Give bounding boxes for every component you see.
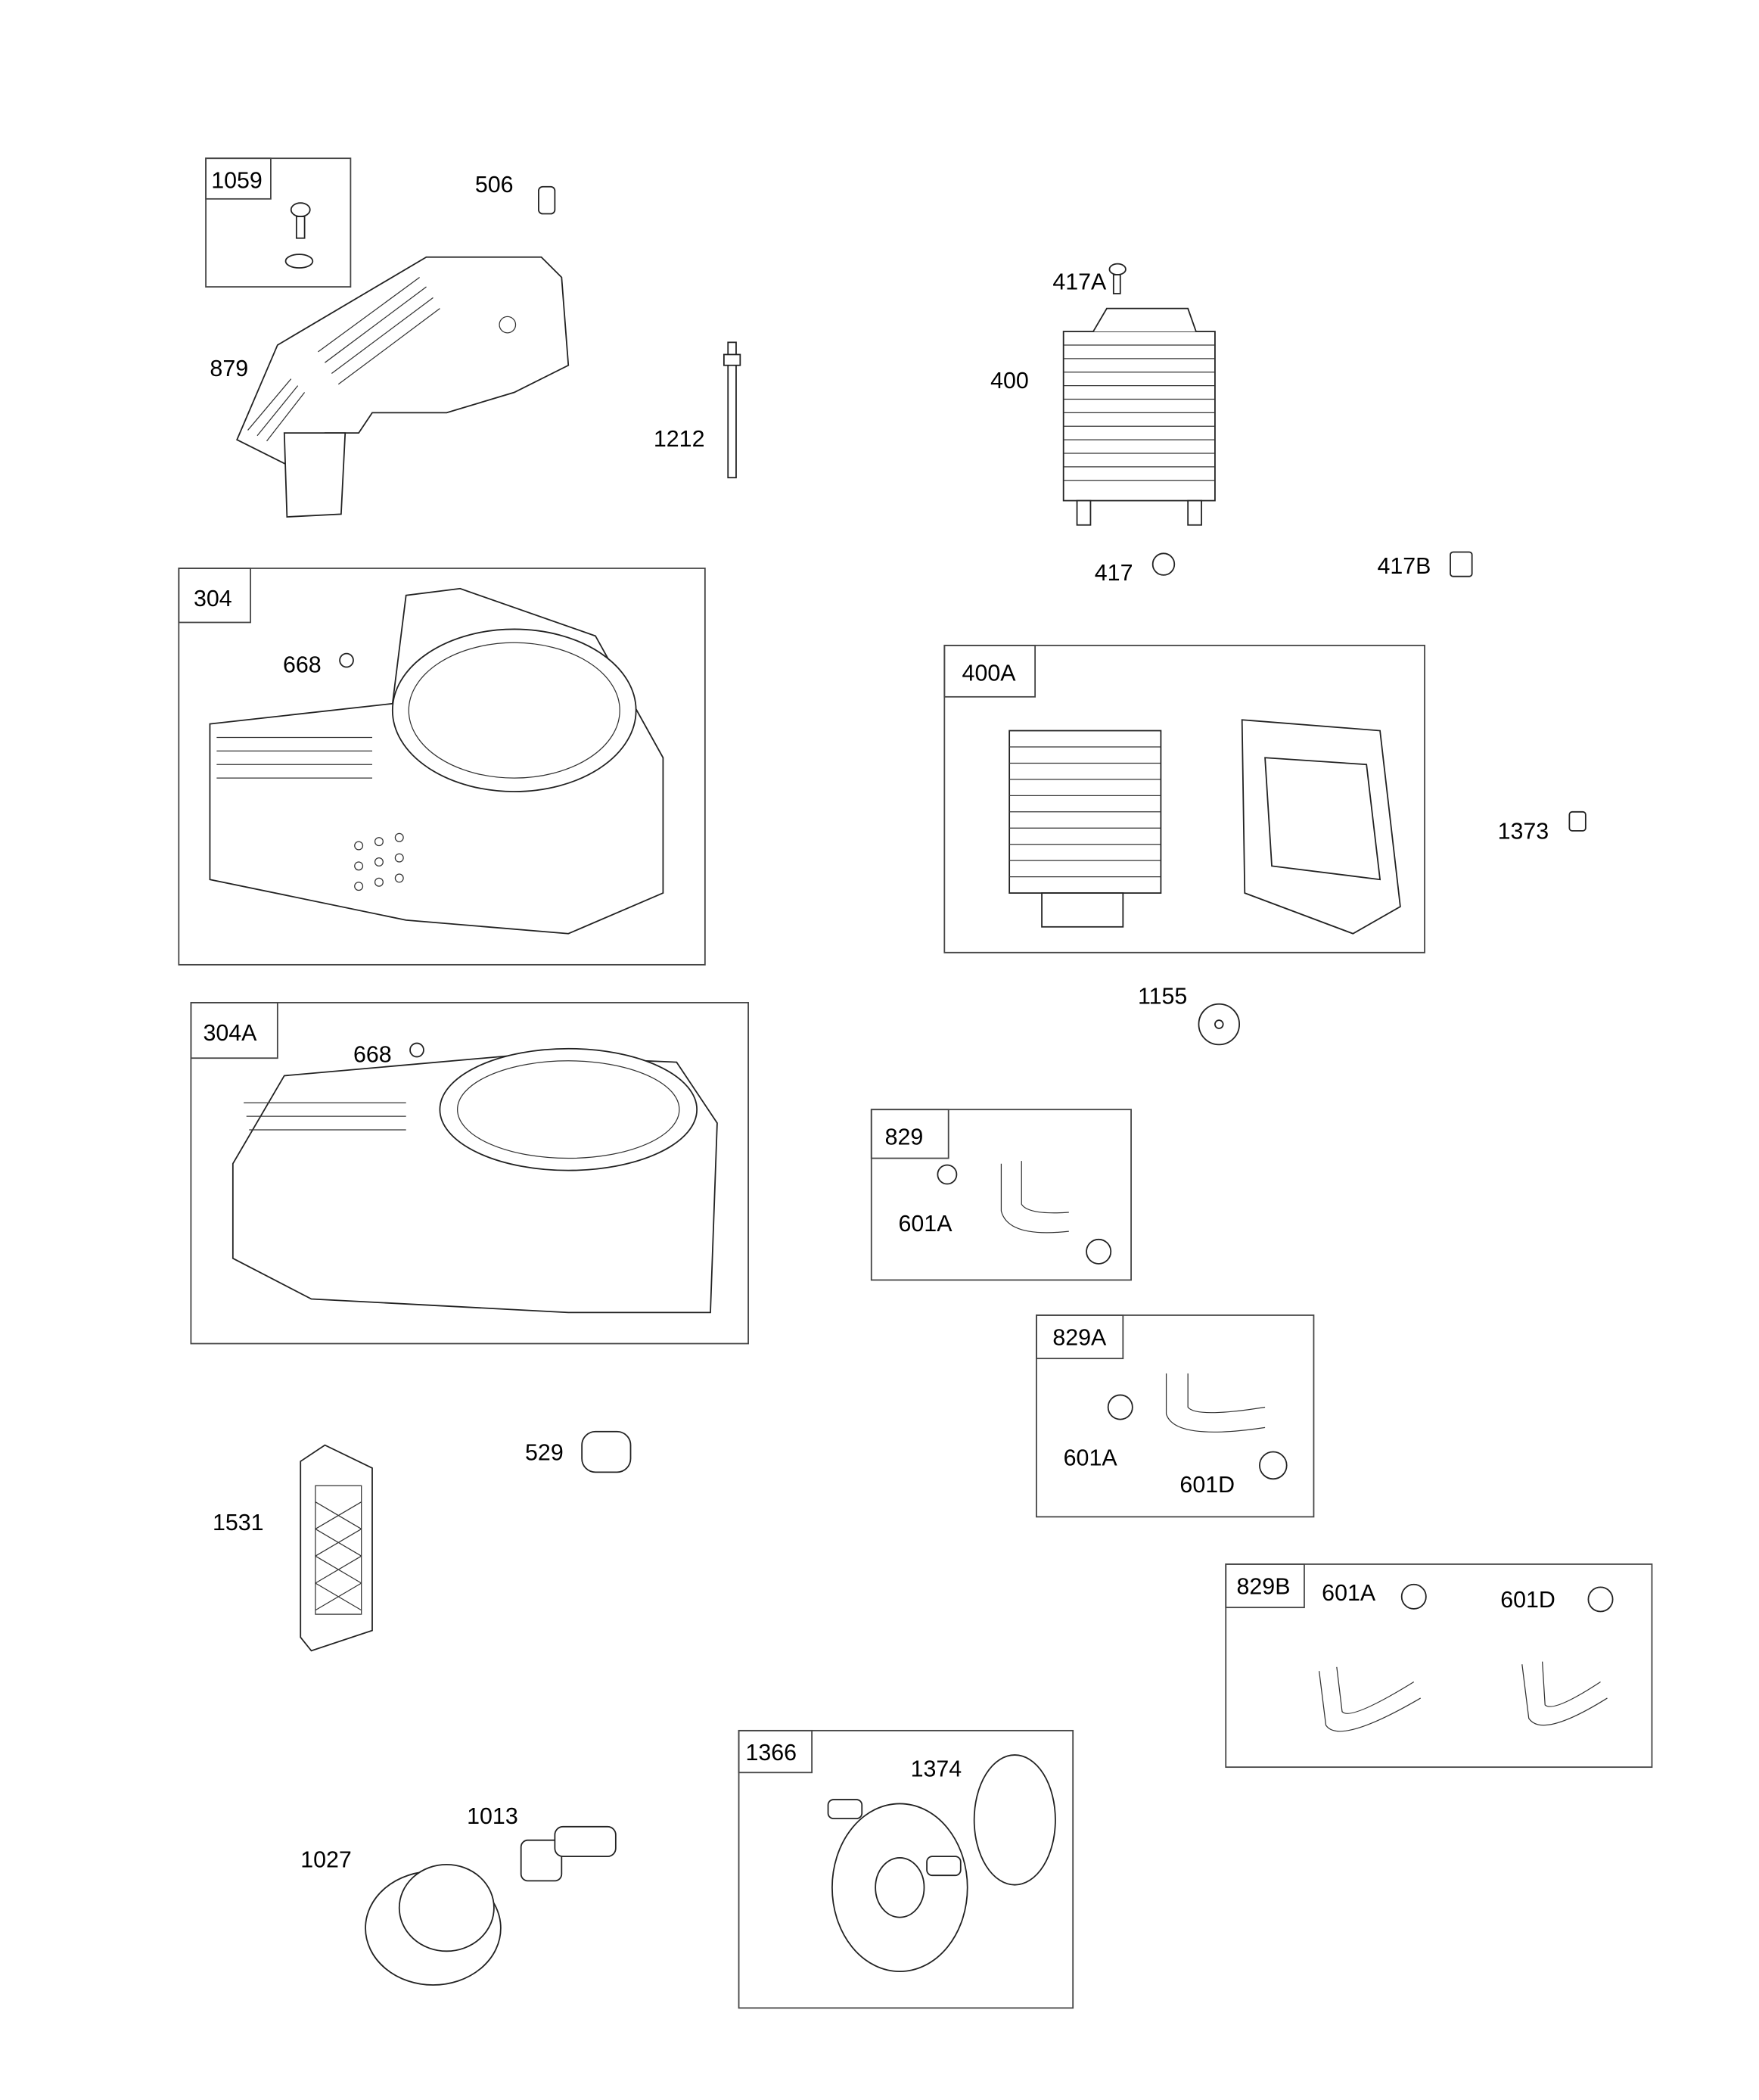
callout-601A: 601A bbox=[1322, 1580, 1376, 1606]
callout-668: 668 bbox=[353, 1042, 392, 1068]
kit-box-829: 829 601A bbox=[870, 1109, 1132, 1281]
kit-label: 304A bbox=[203, 1020, 257, 1046]
kit-box-1059: 1059 bbox=[205, 157, 352, 288]
kit-label: 829B bbox=[1237, 1573, 1291, 1599]
heat-shield-part bbox=[300, 1444, 373, 1652]
hose-icon bbox=[1318, 1666, 1422, 1732]
hose-clamp-icon bbox=[1086, 1238, 1112, 1265]
o-ring-icon bbox=[973, 1754, 1056, 1886]
hose-clamp-icon bbox=[1259, 1451, 1288, 1480]
kit-label: 400A bbox=[962, 660, 1017, 686]
callout-1027: 1027 bbox=[300, 1846, 352, 1872]
callout-1531: 1531 bbox=[213, 1510, 264, 1535]
kit-label: 829 bbox=[885, 1125, 924, 1150]
callout-601A: 601A bbox=[899, 1211, 953, 1237]
kit-label: 1059 bbox=[211, 168, 263, 194]
callout-529: 529 bbox=[525, 1439, 564, 1465]
hose-icon bbox=[1521, 1661, 1608, 1726]
kit-box-829B: 829B 601A 601D bbox=[1225, 1563, 1653, 1769]
kit-box-829A: 829A 601A 601D bbox=[1036, 1314, 1315, 1518]
grommet-icon bbox=[339, 652, 354, 668]
blower-housing-part bbox=[232, 1047, 718, 1314]
fitting-icon bbox=[1151, 552, 1176, 576]
hose-clamp-icon bbox=[1107, 1394, 1133, 1420]
oil-cooler-part bbox=[1008, 730, 1162, 928]
hose-icon bbox=[1000, 1161, 1069, 1234]
blower-cover-part bbox=[236, 256, 570, 518]
grommet-icon bbox=[409, 1042, 424, 1058]
callout-668: 668 bbox=[283, 652, 322, 678]
bolt-icon bbox=[1568, 810, 1587, 832]
cooler-bracket-part bbox=[1241, 719, 1401, 935]
callout-400: 400 bbox=[990, 368, 1029, 394]
blower-housing-part bbox=[209, 587, 664, 935]
callout-417B: 417B bbox=[1377, 553, 1431, 579]
callout-1373: 1373 bbox=[1498, 819, 1549, 845]
kit-box-400A: 400A bbox=[943, 644, 1425, 954]
callout-601A: 601A bbox=[1064, 1445, 1118, 1470]
callout-1212: 1212 bbox=[654, 426, 705, 452]
oil-filter-adapter-part bbox=[827, 1799, 968, 1973]
callout-601D: 601D bbox=[1500, 1587, 1555, 1613]
kit-label: 304 bbox=[194, 586, 232, 611]
oil-filter-part bbox=[365, 1863, 502, 1986]
callout-417A: 417A bbox=[1052, 269, 1107, 295]
callout-1013: 1013 bbox=[467, 1803, 518, 1829]
oil-cooler-part bbox=[1062, 307, 1216, 526]
kit-label: 1366 bbox=[745, 1740, 797, 1766]
callout-1374: 1374 bbox=[911, 1756, 962, 1782]
kit-box-304A: 304A 668 bbox=[190, 1002, 749, 1345]
hose-clamp-icon bbox=[1587, 1586, 1614, 1613]
kit-label: 829A bbox=[1052, 1324, 1107, 1350]
screw-icon bbox=[284, 202, 314, 269]
nipple-fitting-part bbox=[520, 1825, 617, 1882]
screw-icon bbox=[1108, 263, 1127, 294]
kit-box-304: 304 668 bbox=[178, 568, 706, 966]
callout-506: 506 bbox=[475, 172, 514, 198]
callout-417: 417 bbox=[1095, 560, 1133, 586]
callout-879: 879 bbox=[210, 356, 248, 381]
washer-icon bbox=[1198, 1003, 1241, 1046]
kit-box-1366: 1366 1374 bbox=[738, 1729, 1074, 2009]
fitting-icon bbox=[1450, 551, 1473, 577]
hose-clamp-icon bbox=[1400, 1583, 1427, 1610]
stud-icon bbox=[723, 341, 741, 479]
grommet-icon bbox=[581, 1430, 632, 1473]
callout-1155: 1155 bbox=[1138, 984, 1187, 1010]
plug-icon bbox=[538, 185, 556, 215]
callout-601D: 601D bbox=[1179, 1472, 1235, 1498]
hose-clamp-icon bbox=[937, 1164, 958, 1185]
hose-icon bbox=[1165, 1373, 1266, 1433]
